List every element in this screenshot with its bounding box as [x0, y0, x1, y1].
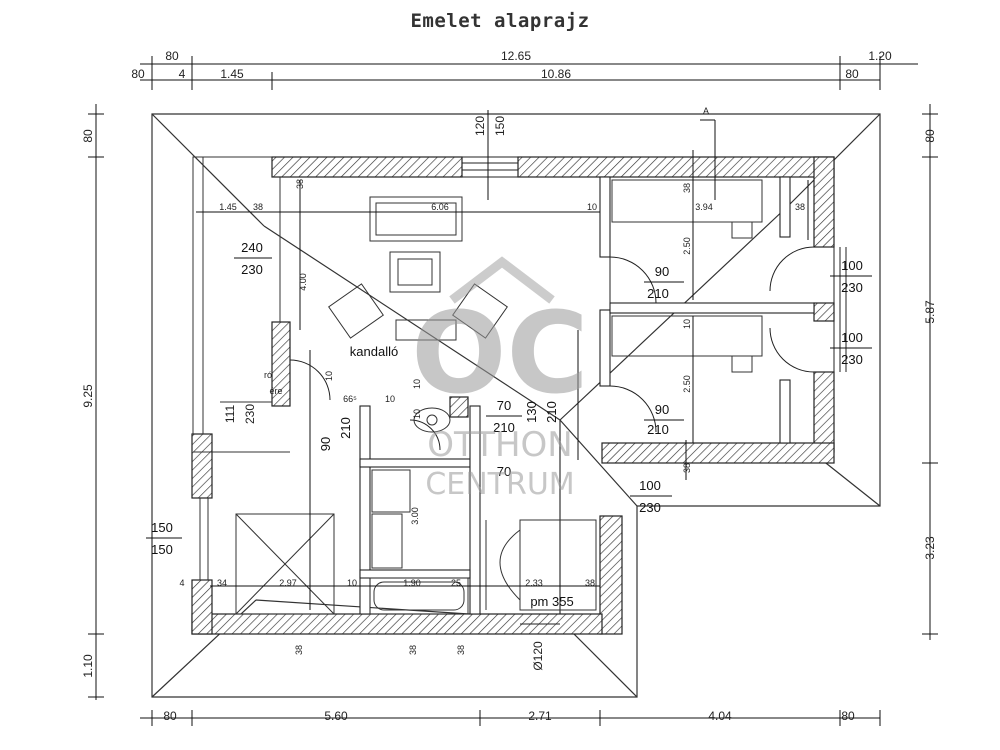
dim-bottom-80b: 80 — [841, 709, 855, 723]
lbl-2-50b: 2.50 — [682, 375, 692, 393]
top-dimension-texts: 80 12.65 1.20 80 4 1.45 10.86 80 — [131, 49, 892, 81]
lbl-240: 240 — [241, 240, 263, 255]
dim-bottom-5-60: 5.60 — [324, 709, 348, 723]
lbl-d120: Ø120 — [531, 641, 545, 671]
lbl-70a: 70 — [497, 398, 511, 413]
lbl-90a: 90 — [655, 264, 669, 279]
lbl-90c: 90 — [318, 437, 333, 451]
lbl-10b: 10 — [682, 319, 692, 329]
windows — [462, 156, 847, 625]
watermark-centrum: CENTRUM — [425, 467, 574, 502]
dim-top-1-20: 1.20 — [868, 49, 892, 63]
lbl-3-00: 3.00 — [410, 507, 420, 525]
lbl-66: 66⁵ — [343, 394, 357, 404]
lbl-150b: 150 — [151, 542, 173, 557]
right-dimension-texts: 80 5.87 3.23 — [923, 129, 937, 560]
lbl-210c: 210 — [493, 420, 515, 435]
lbl-100b: 100 — [841, 330, 863, 345]
interior-walls — [359, 176, 815, 615]
lbl-2-33: 2.33 — [525, 578, 543, 588]
dim-left-80: 80 — [81, 129, 95, 143]
lbl-130: 130 — [524, 401, 539, 423]
lbl-230e: 230 — [639, 500, 661, 515]
lbl-38h: 38 — [456, 645, 466, 655]
lbl-10c: 10 — [385, 394, 395, 404]
lbl-4: 4 — [179, 578, 184, 588]
lbl-38c: 38 — [295, 179, 305, 189]
lbl-2-50a: 2.50 — [682, 237, 692, 255]
lbl-90b: 90 — [655, 402, 669, 417]
lbl-10a: 10 — [587, 202, 597, 212]
lbl-38f: 38 — [294, 645, 304, 655]
balcony-outline — [192, 156, 290, 580]
lbl-230d: 230 — [243, 404, 257, 424]
bottom-dimension-texts: 80 5.60 2.71 4.04 80 — [163, 709, 855, 723]
lbl-25: 25 — [451, 578, 461, 588]
dim-top2-4: 4 — [179, 67, 186, 81]
lbl-pm355: pm 355 — [530, 594, 573, 609]
lbl-111: 111 — [223, 405, 237, 424]
dim-left-1-10: 1.10 — [81, 654, 95, 678]
lbl-100c: 100 — [639, 478, 661, 493]
dim-top2-10-86: 10.86 — [541, 67, 571, 81]
dim-right-3-23: 3.23 — [923, 536, 937, 560]
lbl-150a: 150 — [151, 520, 173, 535]
lbl-230c: 230 — [841, 352, 863, 367]
lbl-38g: 38 — [408, 645, 418, 655]
lbl-100a: 100 — [841, 258, 863, 273]
lbl-210b: 210 — [647, 422, 669, 437]
lbl-150: 150 — [493, 116, 507, 136]
lbl-210d: 210 — [544, 401, 559, 423]
lbl-10g: 10 — [412, 409, 422, 419]
dim-right-80: 80 — [923, 129, 937, 143]
left-dimension-texts: 80 9.25 1.10 — [81, 129, 95, 678]
dim-bottom-2-71: 2.71 — [528, 709, 552, 723]
lbl-kandallo: kandalló — [350, 344, 398, 359]
watermark: OC OTTHON CENTRUM — [411, 256, 589, 502]
lbl-38d: 38 — [682, 463, 692, 473]
lbl-1-45: 1.45 — [219, 202, 237, 212]
interior-labels: 1.45 38 6.06 10 3.94 38 120 150 38 A 38 … — [146, 106, 872, 671]
dimension-lines — [88, 56, 938, 726]
lbl-10e: 10 — [347, 578, 357, 588]
dim-top-80: 80 — [165, 49, 179, 63]
lbl-38-top: 38 — [682, 183, 692, 193]
dim-bottom-4-04: 4.04 — [708, 709, 732, 723]
dim-top2-1-45: 1.45 — [220, 67, 244, 81]
lbl-210e: 210 — [338, 417, 353, 439]
lbl-6-06: 6.06 — [431, 202, 449, 212]
lbl-ere: ére — [269, 386, 282, 396]
watermark-otthon: OTTHON — [427, 425, 572, 465]
lbl-70b: 70 — [497, 464, 511, 479]
lbl-230b: 230 — [841, 280, 863, 295]
lbl-34: 34 — [217, 578, 227, 588]
lbl-3-94: 3.94 — [695, 202, 713, 212]
lbl-10f: 10 — [412, 379, 422, 389]
lbl-120: 120 — [473, 116, 487, 136]
dim-bottom-80a: 80 — [163, 709, 177, 723]
watermark-logo: OC — [411, 289, 588, 419]
dim-top2-80b: 80 — [845, 67, 859, 81]
lbl-1-90: 1.90 — [403, 578, 421, 588]
door-swings — [289, 246, 815, 451]
lbl-10d: 10 — [324, 371, 334, 381]
lbl-210a: 210 — [647, 286, 669, 301]
exterior-walls — [191, 156, 835, 635]
lbl-230a: 230 — [241, 262, 263, 277]
furniture — [235, 179, 763, 615]
dim-left-9-25: 9.25 — [81, 384, 95, 408]
lbl-38e: 38 — [585, 578, 595, 588]
lbl-4-00: 4.00 — [298, 273, 308, 291]
dim-top-12-65: 12.65 — [501, 49, 531, 63]
plan-title: Emelet alaprajz — [410, 10, 590, 32]
lbl-section-a: A — [703, 106, 709, 116]
dim-top2-80a: 80 — [131, 67, 145, 81]
lbl-ro: ró — [264, 370, 272, 380]
lbl-38b: 38 — [795, 202, 805, 212]
lbl-2-97: 2.97 — [279, 578, 297, 588]
dim-right-5-87: 5.87 — [923, 300, 937, 324]
lbl-38a: 38 — [253, 202, 263, 212]
